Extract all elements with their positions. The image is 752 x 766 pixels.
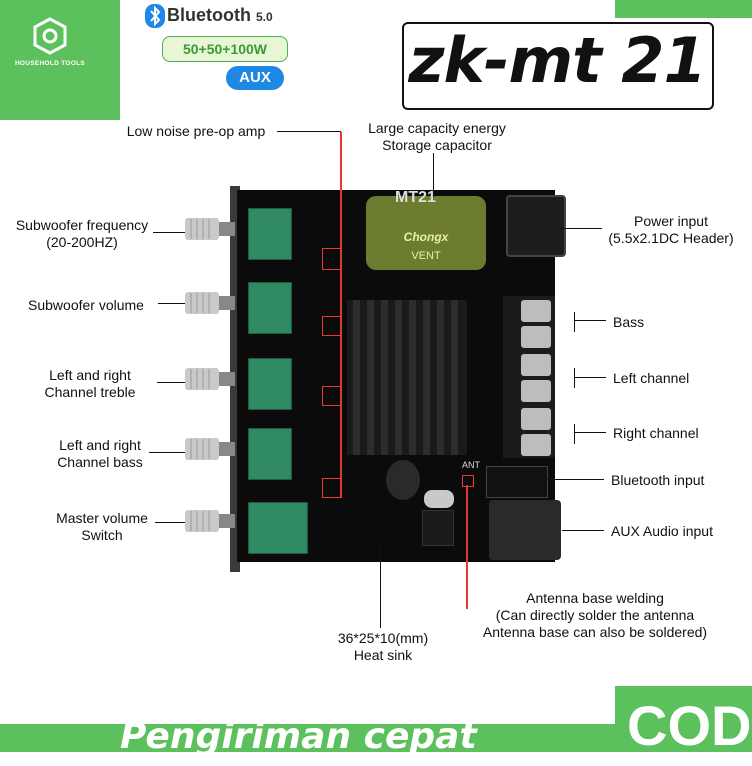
power-jack [506,195,566,257]
brand-name: HOUSEHOLD TOOLS [14,60,86,67]
title-frame [402,22,714,110]
label-bluetooth-input: Bluetooth input [611,472,705,488]
knob-treble [185,368,235,390]
ant-label: ANT [462,460,480,470]
leader-right-channel [574,432,606,433]
label-sub-volume: Subwoofer volume [28,297,144,313]
leader-treble [157,382,185,383]
label-sub-freq-1: Subwoofer frequency [15,217,149,233]
label-master-1: Master volume [56,510,148,526]
chip [422,510,454,546]
label-heatsink-2: Heat sink [353,647,413,663]
label-heatsink-1: 36*25*10(mm) [337,630,429,646]
bracket-right [574,424,575,444]
bluetooth-label: Bluetooth [167,5,251,25]
label-antenna-3: Antenna base can also be soldered) [482,624,708,640]
knob-master-volume [185,510,235,532]
preamp-marker-2 [322,316,342,336]
leader-capacity [433,153,434,197]
label-antenna-2: (Can directly solder the antenna [495,607,695,623]
speaker-terminal-block [503,296,555,458]
brand-logo-icon [33,17,67,55]
label-antenna-1: Antenna base welding [526,590,664,606]
label-left-channel: Left channel [613,370,690,386]
small-capacitor [386,460,420,500]
capacitor-vent-label: VENT [411,250,441,262]
footer-text: Pengiriman cepat [120,716,477,757]
antenna-marker-line [466,485,468,609]
leader-sub-freq [153,232,185,233]
leader-left-channel [574,377,606,378]
label-bass-1: Left and right [59,437,141,453]
leader-bluetooth [546,479,604,480]
leader-heatsink [380,540,381,628]
label-power-2: (5.5x2.1DC Header) [608,230,734,246]
cod-badge: COD [615,686,752,757]
bluetooth-version: 5.0 [256,10,273,24]
bluetooth-icon [145,4,165,28]
label-sub-freq-2: (20-200HZ) [46,234,118,250]
pot-sub-volume [248,282,292,334]
crystal-oscillator [424,490,454,508]
label-treble-2: Channel treble [44,384,136,400]
leader-aux [562,530,604,531]
label-right-channel: Right channel [613,425,699,441]
preamp-marker-line [340,132,342,498]
knob-bass [185,438,235,460]
antenna-pad [462,475,474,487]
power-badge: 50+50+100W [162,36,288,62]
pot-master-volume [248,502,308,554]
label-power-1: Power input [634,213,708,229]
board-side-panel [230,186,240,572]
pot-sub-frequency [248,208,292,260]
leader-power [560,228,602,229]
heat-sink [347,300,467,455]
knob-sub-frequency [185,218,235,240]
knob-sub-volume [185,292,235,314]
leader-bass [149,452,185,453]
preamp-marker-1 [322,248,342,270]
leader-sub-volume [158,303,185,304]
label-capacity-2: Storage capacitor [382,137,492,153]
preamp-marker-3 [322,386,342,406]
pot-treble [248,358,292,410]
label-bass: Bass [613,314,645,330]
preamp-marker-4 [322,478,342,498]
leader-bass-right [574,320,606,321]
label-bass-2: Channel bass [57,454,143,470]
bracket-left [574,368,575,388]
corner-accent [615,0,752,18]
aux-jack [489,500,561,560]
leader-master [155,522,185,523]
capacitor-brand: Chongx [403,230,449,244]
bracket-bass [574,312,575,332]
label-capacity-1: Large capacity energy [368,120,506,136]
pot-bass [248,428,292,480]
board-model-label: MT21 [395,189,436,206]
label-aux-input: AUX Audio input [611,523,713,539]
label-master-2: Switch [81,527,123,543]
label-treble-1: Left and right [49,367,131,383]
aux-badge: AUX [226,66,284,90]
brand-block: HOUSEHOLD TOOLS [0,0,120,120]
leader-low-noise [277,131,341,132]
bluetooth-module [486,466,548,498]
label-low-noise: Low noise pre-op amp [126,123,266,139]
main-capacitor [366,196,486,270]
product-title: zk-mt 21 [408,24,706,97]
